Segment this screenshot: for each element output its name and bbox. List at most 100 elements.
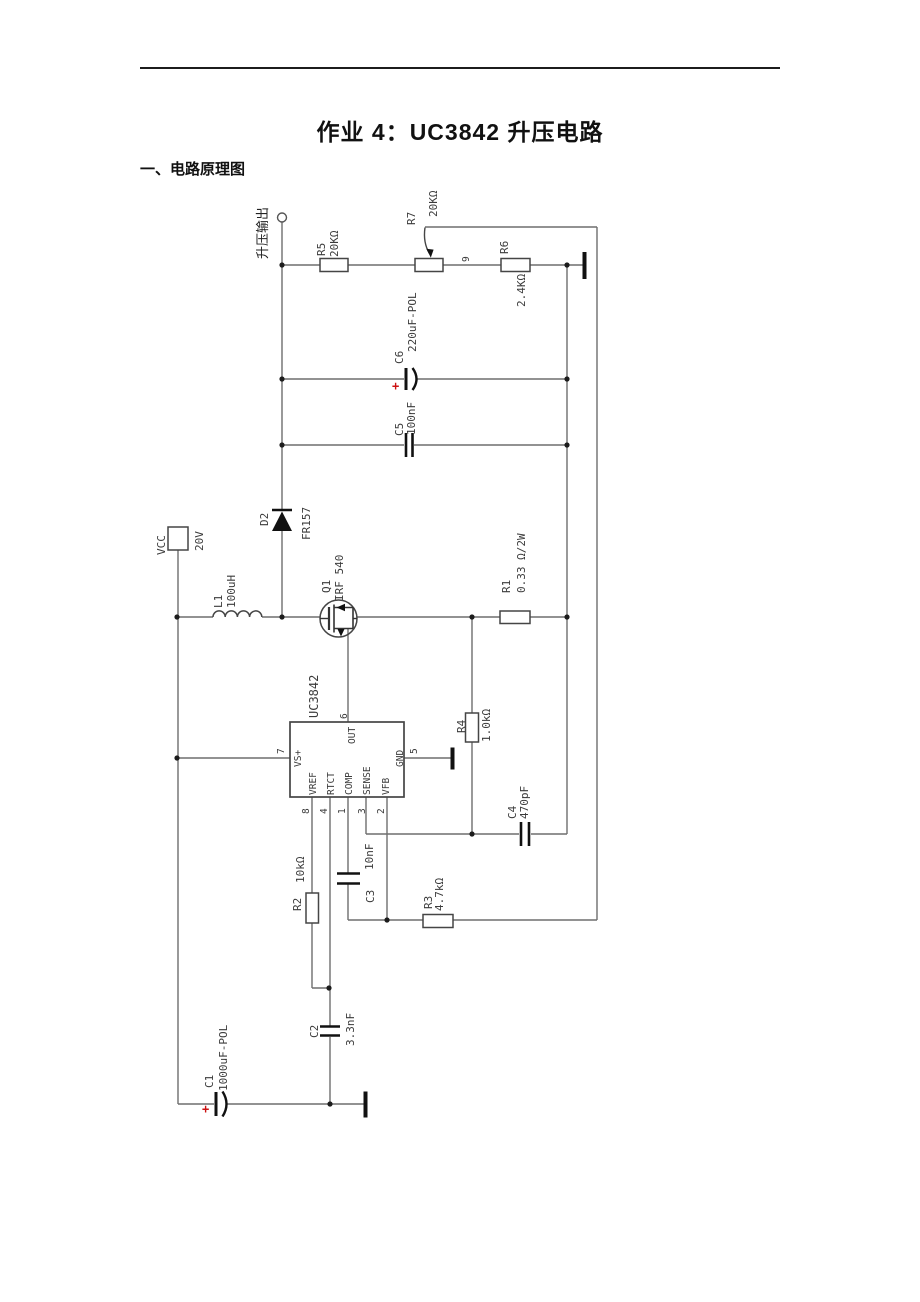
- output-label: 升压输出: [255, 207, 270, 259]
- r5-body: [319, 257, 349, 273]
- resistor-r5: R5 20KΩ: [315, 230, 349, 273]
- section-heading: 一、电路原理图: [140, 161, 246, 178]
- r7-body: [414, 257, 444, 273]
- l1-ref-label: L1: [212, 595, 225, 608]
- mosfet-source-arrow-icon: [337, 629, 345, 637]
- r7-wiper-arrow-icon: [426, 248, 434, 258]
- c2-ref-label: C2: [308, 1025, 321, 1038]
- ic-pin-vfb: VFB: [381, 778, 392, 795]
- r6-ref-label: R6: [498, 241, 511, 254]
- resistor-r1: R1 0.33 Ω/2W: [499, 533, 531, 625]
- c4-ref-label: C4: [506, 805, 519, 819]
- ic-pinnum-7: 7: [276, 748, 287, 754]
- vcc-value-label: 20V: [193, 531, 206, 551]
- c1-plate-neg: [221, 1090, 228, 1118]
- capacitor-c5: C5 100nF: [393, 402, 418, 457]
- c2-value-label: 3.3nF: [344, 1013, 357, 1046]
- ic-pin-comp: COMP: [344, 772, 355, 795]
- q1-ref-label: Q1: [320, 580, 333, 593]
- ic-pin-out: OUT: [347, 727, 358, 744]
- c5-value-label: 100nF: [405, 402, 418, 435]
- ic-pin-gnd: GND: [395, 750, 406, 767]
- c6-ref-label: C6: [393, 351, 406, 364]
- junction-dots: [174, 262, 570, 1107]
- vcc-ref-label: VCC: [155, 535, 168, 555]
- r7-value-label: 20KΩ: [427, 190, 440, 217]
- resistor-r6: R6 2.4KΩ: [498, 241, 531, 307]
- r4-ref-label: R4: [455, 719, 468, 733]
- r3-body: [422, 913, 454, 929]
- ic-pin-vref: VREF: [308, 772, 319, 795]
- ground-icon-bottom: [363, 1091, 368, 1118]
- diode-d2: D2 FR157: [258, 507, 313, 540]
- c3-value-label: 10nF: [363, 844, 376, 871]
- capacitor-c6: + C6 220uF-POL: [392, 292, 419, 393]
- r4-value-label: 1.0kΩ: [480, 709, 493, 742]
- mosfet-arrow-icon: [336, 603, 345, 612]
- c1-plus-sign: +: [202, 1102, 209, 1116]
- r2-value-label: 10kΩ: [294, 856, 307, 883]
- capacitor-c1: + C1 1000uF-POL: [202, 1024, 230, 1118]
- ground-icon-pin5: [450, 747, 455, 770]
- r2-ref-label: R2: [291, 898, 304, 911]
- ic-pin-sense: SENSE: [362, 766, 373, 795]
- vcc-box: [167, 526, 189, 551]
- r4-body: [464, 712, 480, 743]
- c6-plus-sign: +: [392, 379, 399, 393]
- r3-value-label: 4.7kΩ: [433, 878, 446, 911]
- capacitor-c3: C3 10nF: [337, 844, 377, 903]
- c1-ref-label: C1: [203, 1075, 216, 1088]
- r5-ref-label: R5: [315, 243, 328, 256]
- d2-value-label: FR157: [300, 507, 313, 540]
- vcc-source: VCC 20V: [155, 526, 206, 555]
- r1-ref-label: R1: [500, 580, 513, 593]
- diode-triangle-icon: [272, 511, 292, 531]
- ic-pinnum-4: 4: [319, 808, 330, 814]
- resistor-r3: R3 4.7kΩ: [422, 878, 454, 929]
- inductor-l1: L1 100uH: [212, 575, 263, 618]
- ic-body: [289, 721, 405, 798]
- resistor-r2: R2 10kΩ: [291, 856, 320, 924]
- mosfet-q1: Q1 IRF 540: [319, 555, 358, 638]
- wire-wiper-feedback: [425, 226, 598, 920]
- capacitor-c4: C4 470pF: [506, 786, 531, 846]
- ic-uc3842: UC3842 VS+ OUT GND VREF RTCT COMP SENSE …: [276, 675, 420, 814]
- r3-ref-label: R3: [422, 896, 435, 909]
- ground-icon-top-right: [582, 252, 587, 279]
- l1-value-label: 100uH: [225, 575, 238, 608]
- r7-ref-label: R7: [405, 212, 418, 225]
- c5-ref-label: C5: [393, 423, 406, 436]
- terminal-circle-icon: [276, 212, 288, 223]
- c6-value-label: 220uF-POL: [406, 292, 419, 352]
- r6-value-label: 2.4KΩ: [515, 274, 528, 307]
- r1-value-label: 0.33 Ω/2W: [515, 533, 528, 593]
- ic-pin-vsplus: VS+: [293, 750, 304, 767]
- r1-body: [499, 610, 531, 625]
- c1-value-label: 1000uF-POL: [217, 1024, 230, 1091]
- wire-pin3-sense: [365, 797, 567, 835]
- header-rule: [140, 67, 780, 69]
- q1-value-label: IRF 540: [333, 555, 346, 601]
- c4-value-label: 470pF: [518, 786, 531, 819]
- c6-plate-neg: [411, 367, 418, 391]
- ic-pin-rtct: RTCT: [326, 772, 337, 795]
- page-title: 作业 4：UC3842 升压电路: [316, 119, 604, 145]
- ic-pinnum-5: 5: [409, 748, 420, 754]
- wires: [177, 222, 598, 1105]
- ic-pinnum-1: 1: [337, 808, 348, 814]
- c3-ref-label: C3: [364, 890, 377, 903]
- ic-pinnum-6: 6: [339, 713, 350, 719]
- potentiometer-r7: R7 20KΩ: [405, 190, 444, 273]
- resistor-r4: R4 1.0kΩ: [455, 709, 493, 743]
- ic-pinnum-2: 2: [376, 808, 387, 814]
- ground-symbols: [363, 252, 587, 1118]
- ic-name-label: UC3842: [307, 675, 321, 718]
- output-terminal: 升压输出: [255, 207, 288, 259]
- wire-pin1-comp: [347, 797, 597, 921]
- inductor-coil-icon: [212, 610, 263, 618]
- r5-value-label: 20KΩ: [328, 230, 341, 257]
- d2-ref-label: D2: [258, 513, 271, 526]
- r2-body: [305, 892, 320, 924]
